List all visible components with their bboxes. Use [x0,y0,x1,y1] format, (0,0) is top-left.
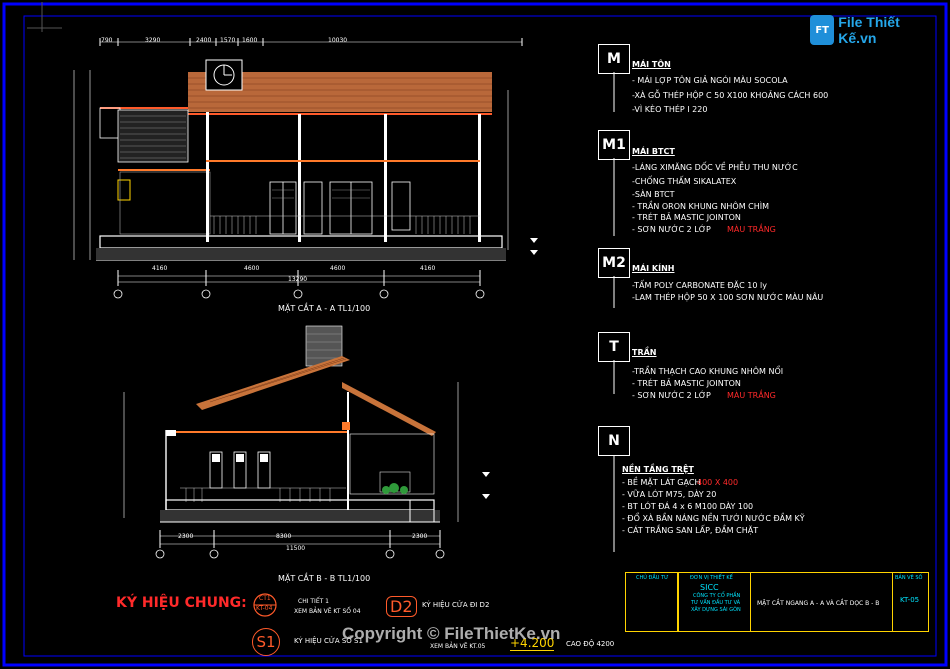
legend-title-m: MÁI TÔN [632,60,671,69]
legend-n-line-5: - CÁT TRẮNG SAN LẤP, ĐẦM CHẶT [622,526,759,535]
dim-a-bottom-2: 4600 [244,265,260,272]
legend-m1-line-5: - TRÉT BẢ MASTIC JOINTON [632,213,741,222]
dim-b-bottom-2: 8300 [276,533,292,540]
legend-title-t: TRẦN [632,348,657,357]
legend-m-line-3: -VÌ KÈO THÉP I 220 [632,105,708,114]
legend-n-line-2: - VỮA LÓT M75, DÀY 20 [622,490,717,499]
legend-n-line-1: - BỀ MẶT LÁT GẠCH [622,478,701,487]
tb-drawing-title: MẶT CẮT NGANG A - A VÀ CẮT DỌC B - B [757,600,880,607]
legend-n-line-4: - ĐỔ XÀ BẦN NÁNG NỀN TƯỚI NƯỚC ĐẦM KỸ [622,514,805,523]
symbol-ct-line1: CHI TIẾT 1 [298,598,329,605]
symbol-level-text: CAO ĐỘ 4200 [566,640,615,648]
dim-a-top-5: 1600 [242,37,258,44]
dim-a-bottom-3: 4600 [330,265,346,272]
legend-m1-line-4: - TRẦN ORON KHUNG NHÔM CHÌM [632,202,770,211]
title-block-col2 [677,572,751,632]
tb-header-2: ĐƠN VỊ THIẾT KẾ [690,575,733,581]
legend-m1-line-6: - SƠN NƯỚC 2 LỚP [632,225,711,234]
tb-sheet: KT-05 [900,596,920,604]
section-a-drawing [73,38,538,299]
legend-n-line-3: - BT LÓT ĐÁ 4 x 6 M100 DÀY 100 [622,502,754,511]
title-block-col4 [892,572,929,632]
tb-company-sub1: CÔNG TY CỔ PHẦN [693,593,741,599]
legend-t-line-3: - SƠN NƯỚC 2 LỚP [632,391,711,400]
legend-m2-line-1: -TẤM POLY CARBONATE ĐẶC 10 ly [632,281,767,290]
dim-a-bottom-4: 4160 [420,265,436,272]
symbol-ct-line2: XEM BẢN VẼ KT SỐ 04 [294,608,361,615]
dim-a-total: 13290 [288,276,308,283]
symbol-s1-text: KÝ HIỆU CỬA SỔ S1 [294,637,363,645]
legend-t-line-2: - TRÉT BẢ MASTIC JOINTON [632,379,741,388]
legend-title-n: NỀN TẦNG TRỆT [622,465,694,474]
dim-a-top-3: 2400 [196,37,212,44]
watermark: Copyright © FileThietKe.vn [342,624,561,643]
section-a-label: MẶT CẮT A - A TL1/100 [278,304,371,313]
section-b-label: MẶT CẮT B - B TL1/100 [278,574,371,583]
symbol-kt05-text: XEM BẢN VẼ KT.05 [430,643,486,650]
symbol-ct-sub: KT-04 [256,605,273,612]
legend-m1-line-2: -CHỐNG THẤM SIKALATEX [632,177,737,186]
dim-a-bottom-1: 4160 [152,265,168,272]
tb-header-3: BẢN VẼ SỐ [895,575,923,581]
dim-b-bottom-3: 2300 [412,533,428,540]
tb-header-1: CHỦ ĐẦU TƯ [636,575,669,581]
legend-n-line-1-red: 400 X 400 [697,478,739,487]
title-block-col1 [625,572,679,632]
legend-connectors [613,72,615,552]
symbol-level: +4.200 [510,636,555,651]
legend-t-line-1: -TRẦN THẠCH CAO KHUNG NHÔM NỔI [632,367,784,376]
dim-b-total: 11500 [286,545,306,552]
legend-title-m1: MÁI BTCT [632,147,675,156]
dim-a-top-4: 1570 [220,37,236,44]
tb-company: SICC [700,583,719,592]
brand-logo[interactable]: FT File Thiết Kế.vn [810,12,922,48]
symbol-ct-code: CT1 [259,595,271,602]
tb-company-sub3: XÂY DỰNG SÀI GÒN [691,607,741,613]
section-b-drawing [123,325,490,559]
dim-a-top-2: 3290 [145,37,161,44]
brand-name: File Thiết Kế.vn [838,14,900,46]
dim-a-top-1: 790 [101,37,113,44]
legend-m-line-2: -XÀ GỖ THÉP HỘP C 50 X100 KHOẢNG CÁCH 60… [632,91,829,100]
legend-m1-line-3: -SÀN BTCT [632,190,675,199]
dim-a-top-6: 10030 [328,37,348,44]
dim-b-bottom-1: 2300 [178,533,194,540]
legend-m2-line-2: -LAM THÉP HỘP 50 X 100 SƠN NƯỚC MÀU NÂU [632,293,824,302]
symbol-ct-icon [253,593,277,617]
legend-m1-line-6-red: MÀU TRẮNG [727,225,776,234]
legend-title-m2: MÁI KÍNH [632,264,675,273]
symbol-d2-code: D2 [386,596,417,617]
symbol-d2-text: KÝ HIỆU CỬA ĐI D2 [422,601,490,609]
legend-code-n: N [598,426,630,456]
tb-company-sub2: TƯ VẤN ĐẦU TƯ VÀ [691,600,741,606]
legend-m1-line-1: -LÁNG XIMĂNG DỐC VỀ PHỄU THU NƯỚC [632,163,798,172]
legend-t-line-3-red: MÀU TRẮNG [727,391,776,400]
legend-m-line-1: - MÁI LỢP TÔN GIẢ NGÓI MÀU SOCOLA [632,76,788,85]
logo-icon: FT [810,15,835,45]
symbol-s1-code: S1 [252,628,280,656]
symbols-heading: KÝ HIỆU CHUNG: [116,595,247,611]
